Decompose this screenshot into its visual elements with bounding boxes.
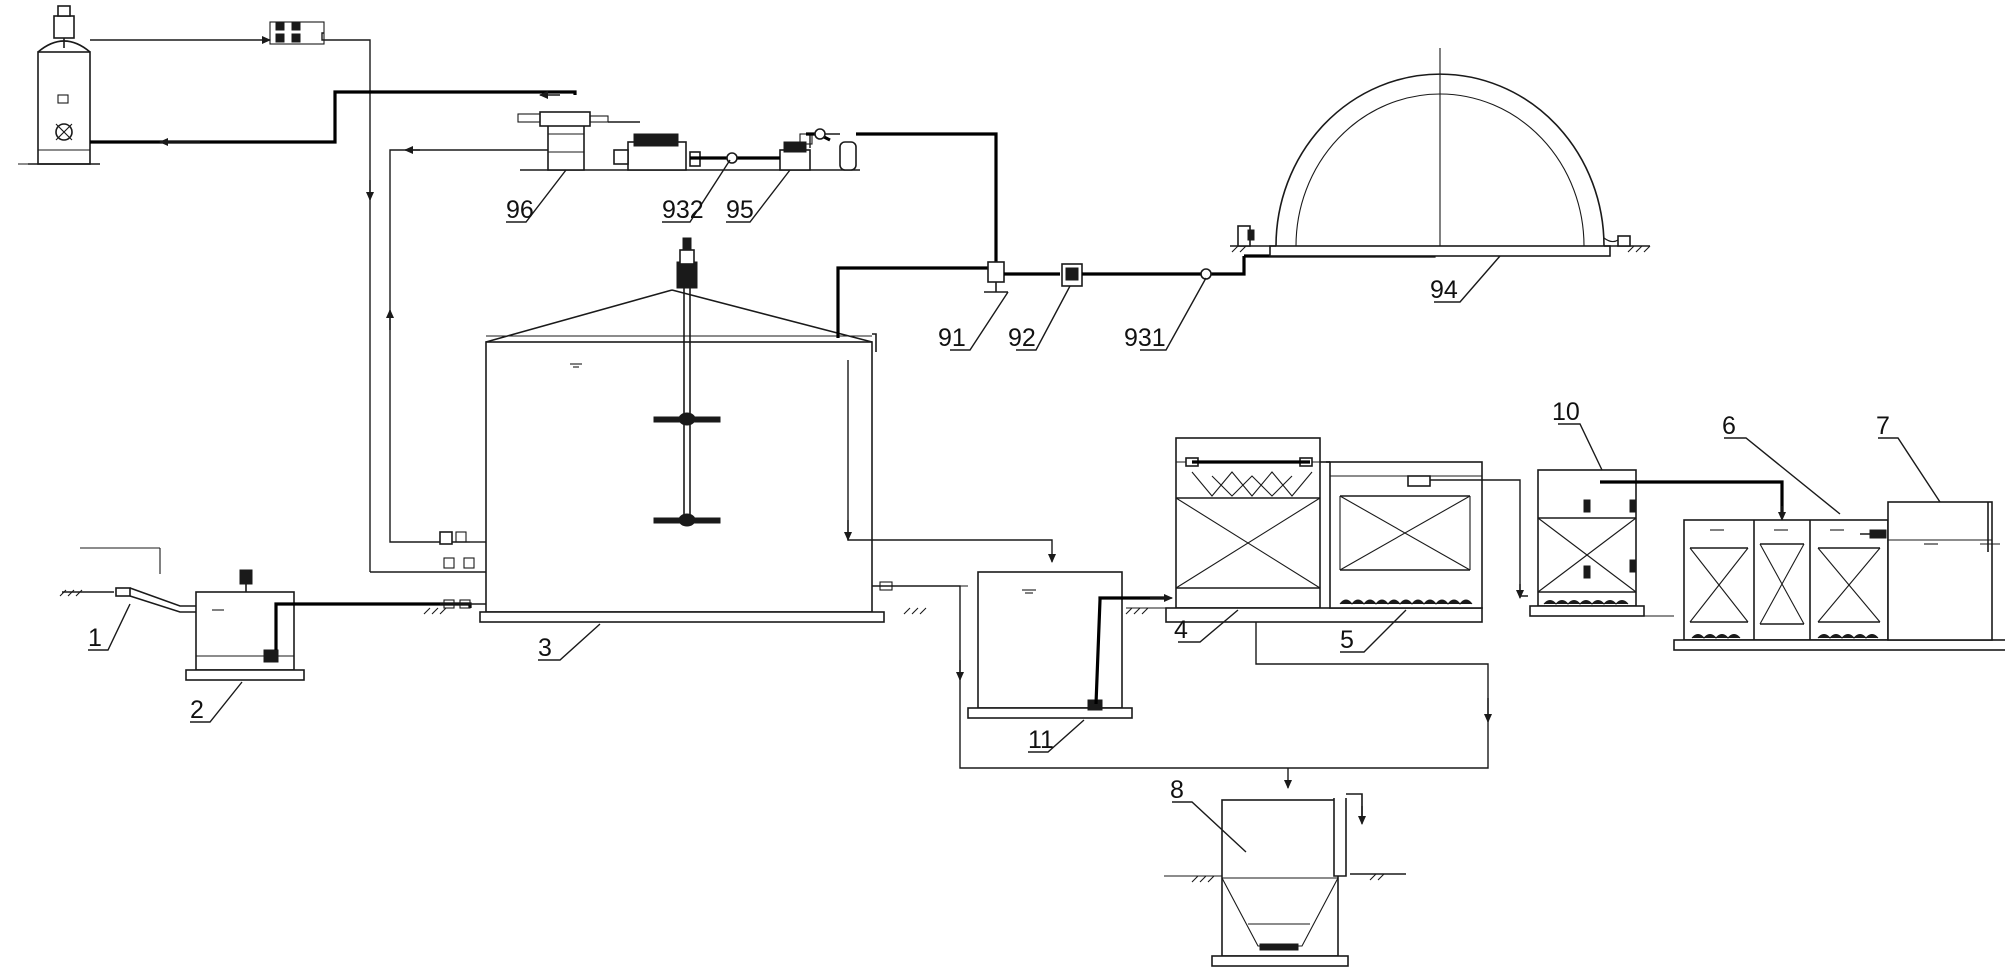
- label-96: 96: [506, 196, 534, 224]
- leader-lines: [88, 159, 1941, 853]
- label-3: 3: [538, 634, 552, 662]
- callout-labels: 1 2 3 96 932 95 91 92 931 94 4 5 11 8 10…: [88, 196, 1890, 804]
- anaerobic-tank: [479, 237, 885, 623]
- label-11: 11: [1028, 726, 1054, 754]
- label-932: 932: [662, 196, 704, 224]
- gas-valve-cluster: [269, 21, 325, 45]
- purification-tower: [18, 5, 100, 165]
- treatment-unit-6: [1673, 519, 2005, 651]
- inlet-unit-1: [62, 547, 196, 613]
- biogas-equipment-platform: [517, 111, 860, 171]
- grit-chamber-2: [185, 569, 305, 681]
- settling-unit-4: [1165, 437, 1483, 623]
- label-95: 95: [726, 196, 754, 224]
- label-94: 94: [1430, 276, 1458, 304]
- label-8: 8: [1170, 776, 1184, 804]
- label-6: 6: [1722, 412, 1736, 440]
- treatment-unit-10: [1529, 469, 1645, 617]
- label-1: 1: [88, 624, 102, 652]
- valve-91: [984, 261, 1008, 293]
- label-2: 2: [190, 696, 204, 724]
- meter-92: [1061, 263, 1083, 287]
- intermediate-tank-11: [967, 571, 1133, 719]
- sludge-tank-8: [1211, 793, 1406, 967]
- label-91: 91: [938, 324, 966, 352]
- label-5: 5: [1340, 626, 1354, 654]
- label-7: 7: [1876, 412, 1890, 440]
- aerobic-unit-5: [1320, 461, 1483, 609]
- label-92: 92: [1008, 324, 1036, 352]
- ground-hatching: [59, 245, 1674, 883]
- label-931: 931: [1124, 324, 1166, 352]
- tank-inlet-valves: [370, 531, 486, 609]
- gas-holder: [1230, 48, 1650, 257]
- label-10: 10: [1552, 398, 1580, 426]
- label-4: 4: [1174, 616, 1188, 644]
